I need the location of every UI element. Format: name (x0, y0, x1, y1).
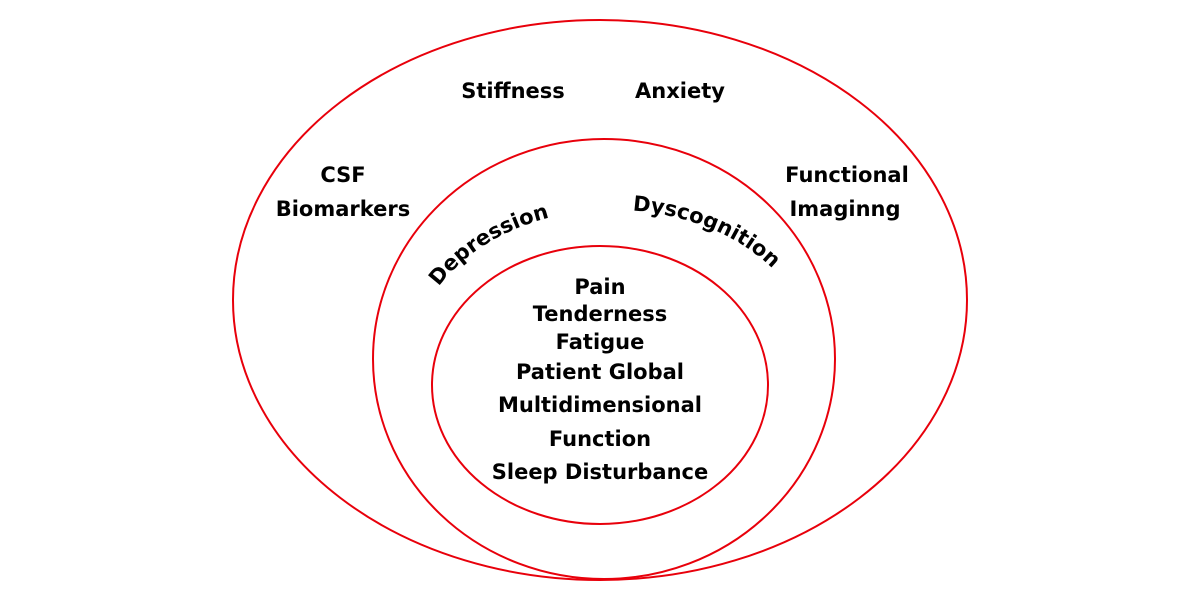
dyscognition-textpath: Dyscognition (632, 191, 785, 272)
label-imaginng: Imaginng (789, 197, 900, 221)
depression-textpath: Depression (424, 199, 551, 290)
label-tenderness: Tenderness (533, 302, 668, 326)
label-anxiety: Anxiety (635, 79, 725, 103)
label-depression: Depression (424, 199, 551, 290)
label-function: Function (549, 427, 651, 451)
label-biomarkers: Biomarkers (276, 197, 411, 221)
label-dyscognition: Dyscognition (632, 191, 785, 272)
label-stiffness: Stiffness (461, 79, 565, 103)
outer-ring (232, 19, 968, 581)
core-ring (431, 245, 769, 525)
label-patient-global: Patient Global (516, 360, 684, 384)
label-fatigue: Fatigue (556, 330, 645, 354)
middle-ring (372, 138, 836, 580)
label-sleep-disturbance: Sleep Disturbance (492, 460, 708, 484)
label-pain: Pain (574, 275, 625, 299)
label-multidimensional: Multidimensional (498, 393, 702, 417)
label-functional: Functional (785, 163, 909, 187)
label-csf: CSF (320, 163, 365, 187)
